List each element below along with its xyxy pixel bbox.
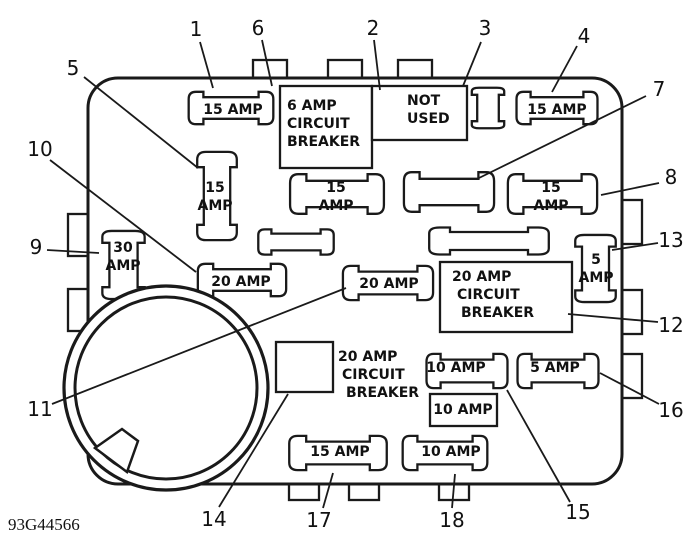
callout-12-leader-line	[567, 313, 659, 323]
callout-4-number: 4	[578, 24, 591, 48]
callout-11-leader-line	[51, 287, 347, 405]
callout-5-leader-line	[83, 76, 199, 169]
not-used-label-line2: USED	[407, 111, 450, 127]
fuse-5-row5-label: 5 AMP	[530, 360, 580, 376]
fuse-20-row4-left-label: 20 AMP	[211, 274, 270, 290]
callout-9-number: 9	[30, 235, 43, 259]
breaker-20amp-lower-label-line1: 20 AMP	[338, 349, 397, 365]
fuse-15-row2-left-label-line2: AMP	[318, 198, 353, 214]
fuse-unlabeled-top-shape	[470, 86, 506, 130]
callout-12-number: 12	[658, 313, 683, 337]
callout-16-number: 16	[658, 398, 683, 422]
callout-14-number: 14	[201, 507, 226, 531]
breaker-20amp-right-block	[438, 260, 574, 334]
connector-unlabeled-row3-left-shape	[257, 228, 335, 256]
fuse-5-right-label-line2: AMP	[578, 270, 613, 286]
connector-unlabeled-row3-wide-shape	[427, 226, 551, 256]
callout-16-leader-line	[599, 372, 660, 405]
fuse-15-bottom-label: 15 AMP	[310, 444, 369, 460]
callout-9-leader-line	[46, 249, 100, 254]
fuse-15-row2-right-label-line1: 15	[541, 180, 560, 196]
callout-10-leader-line	[49, 159, 197, 273]
breaker-20amp-lower-label-line2: CIRCUIT	[342, 367, 405, 383]
callout-14-leader-line	[218, 393, 289, 508]
callout-10-number: 10	[27, 137, 52, 161]
breaker-20amp-right-label-line2: CIRCUIT	[457, 287, 520, 303]
fuses: 15 AMP 6 AMP CIRCUIT BREAKER NOT USED 15…	[100, 84, 618, 472]
breaker-6amp-label-line2: CIRCUIT	[287, 116, 350, 132]
fuse-15-row2-right-label-line2: AMP	[533, 198, 568, 214]
callout-17-number: 17	[306, 508, 331, 532]
fuse-15-top-right-label: 15 AMP	[527, 102, 586, 118]
fuse-15-vertical-label-line2: AMP	[197, 198, 232, 214]
callout-6-leader-line	[261, 39, 273, 87]
callout-1-number: 1	[190, 17, 203, 41]
callout-17-leader-line	[322, 472, 334, 509]
callout-7-leader-line	[478, 95, 647, 179]
figure-code: 93G44566	[8, 515, 80, 534]
relay-circle	[62, 284, 270, 492]
fuse-10-row5-label: 10 AMP	[426, 360, 485, 376]
callout-5-number: 5	[67, 56, 80, 80]
fuse-20-row4-mid-label: 20 AMP	[359, 276, 418, 292]
not-used-block	[370, 84, 469, 142]
fuse-15-vertical-label-line1: 15	[205, 180, 224, 196]
breaker-20amp-lower-block	[274, 340, 335, 394]
breaker-6amp-label-line3: BREAKER	[287, 134, 360, 150]
relay-inner-ring	[73, 295, 259, 481]
callout-3-leader-line	[462, 41, 482, 87]
fuse-10-boxed-block	[428, 392, 499, 428]
fuse-5-right-shape	[573, 233, 618, 304]
fuse-5-right-label-line1: 5	[591, 252, 601, 268]
callout-13-number: 13	[658, 228, 683, 252]
relay-keyway-notch	[92, 427, 140, 475]
fuse-15-vertical-shape	[195, 150, 239, 242]
breaker-20amp-right-label-line3: BREAKER	[461, 305, 534, 321]
fuse-30-left-label-line2: AMP	[105, 258, 140, 274]
callout-2-number: 2	[367, 16, 380, 40]
callout-18-number: 18	[439, 508, 464, 532]
breaker-6amp-block	[278, 84, 374, 170]
callout-15-leader-line	[506, 389, 571, 503]
callout-13-leader-line	[611, 242, 659, 251]
callout-15-number: 15	[565, 500, 590, 524]
callout-8-leader-line	[600, 182, 660, 196]
callout-11-number: 11	[27, 397, 52, 421]
breaker-20amp-lower-label-line3: BREAKER	[346, 385, 419, 401]
breaker-20amp-right-label-line1: 20 AMP	[452, 269, 511, 285]
callout-numbers: 1 2 3 4 5 6 7 8 9 10 11 12 13 14 15 16 1…	[27, 16, 683, 532]
fuse-15-top-left-label: 15 AMP	[203, 102, 262, 118]
callout-7-number: 7	[653, 77, 666, 101]
callout-6-number: 6	[252, 16, 265, 40]
fuse-10-bottom-label: 10 AMP	[421, 444, 480, 460]
fuse-15-row2-left-label-line1: 15	[326, 180, 345, 196]
not-used-label-line1: NOT	[407, 93, 441, 109]
callout-4-leader-line	[551, 45, 578, 93]
fuse-30-left-label-line1: 30	[113, 240, 133, 256]
callout-18-leader-line	[451, 473, 456, 509]
fuse-10-boxed-label: 10 AMP	[433, 402, 492, 418]
callout-2-leader-line	[373, 39, 381, 91]
callout-1-leader-line	[199, 41, 214, 89]
callout-lines	[46, 39, 660, 509]
callout-8-number: 8	[665, 165, 678, 189]
callout-3-number: 3	[479, 16, 492, 40]
breaker-6amp-label-line1: 6 AMP	[287, 98, 337, 114]
